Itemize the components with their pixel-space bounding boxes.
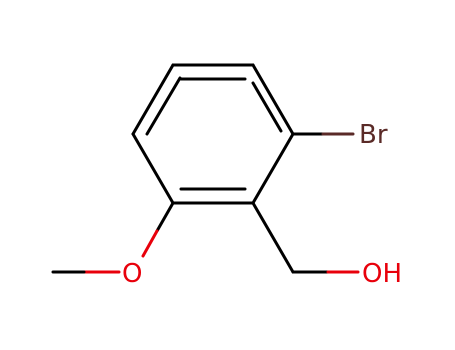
ring-to-ch2-bond <box>251 201 295 274</box>
ring-bond-upper-right-inner <box>251 81 283 133</box>
methoxy-oxygen-atom-label: O <box>122 259 142 289</box>
ring-c-o-bond-carbon-half <box>155 201 175 233</box>
ring-c-o-bond-oxygen-half <box>141 229 159 258</box>
methoxy-group <box>51 201 175 274</box>
hydroxyl-atom-label: OH <box>362 259 402 289</box>
bromine-atom-label: Br <box>359 120 388 150</box>
ring-bond-lower-left <box>131 132 175 205</box>
ring-bond-upper-right <box>251 63 295 136</box>
benzene-ring <box>131 63 295 205</box>
ring-bond-lower-right <box>251 132 295 205</box>
ring-bond-upper-left <box>131 63 175 136</box>
hydroxymethyl-group <box>251 201 360 274</box>
ring-bond-upper-left-inner <box>145 76 182 136</box>
